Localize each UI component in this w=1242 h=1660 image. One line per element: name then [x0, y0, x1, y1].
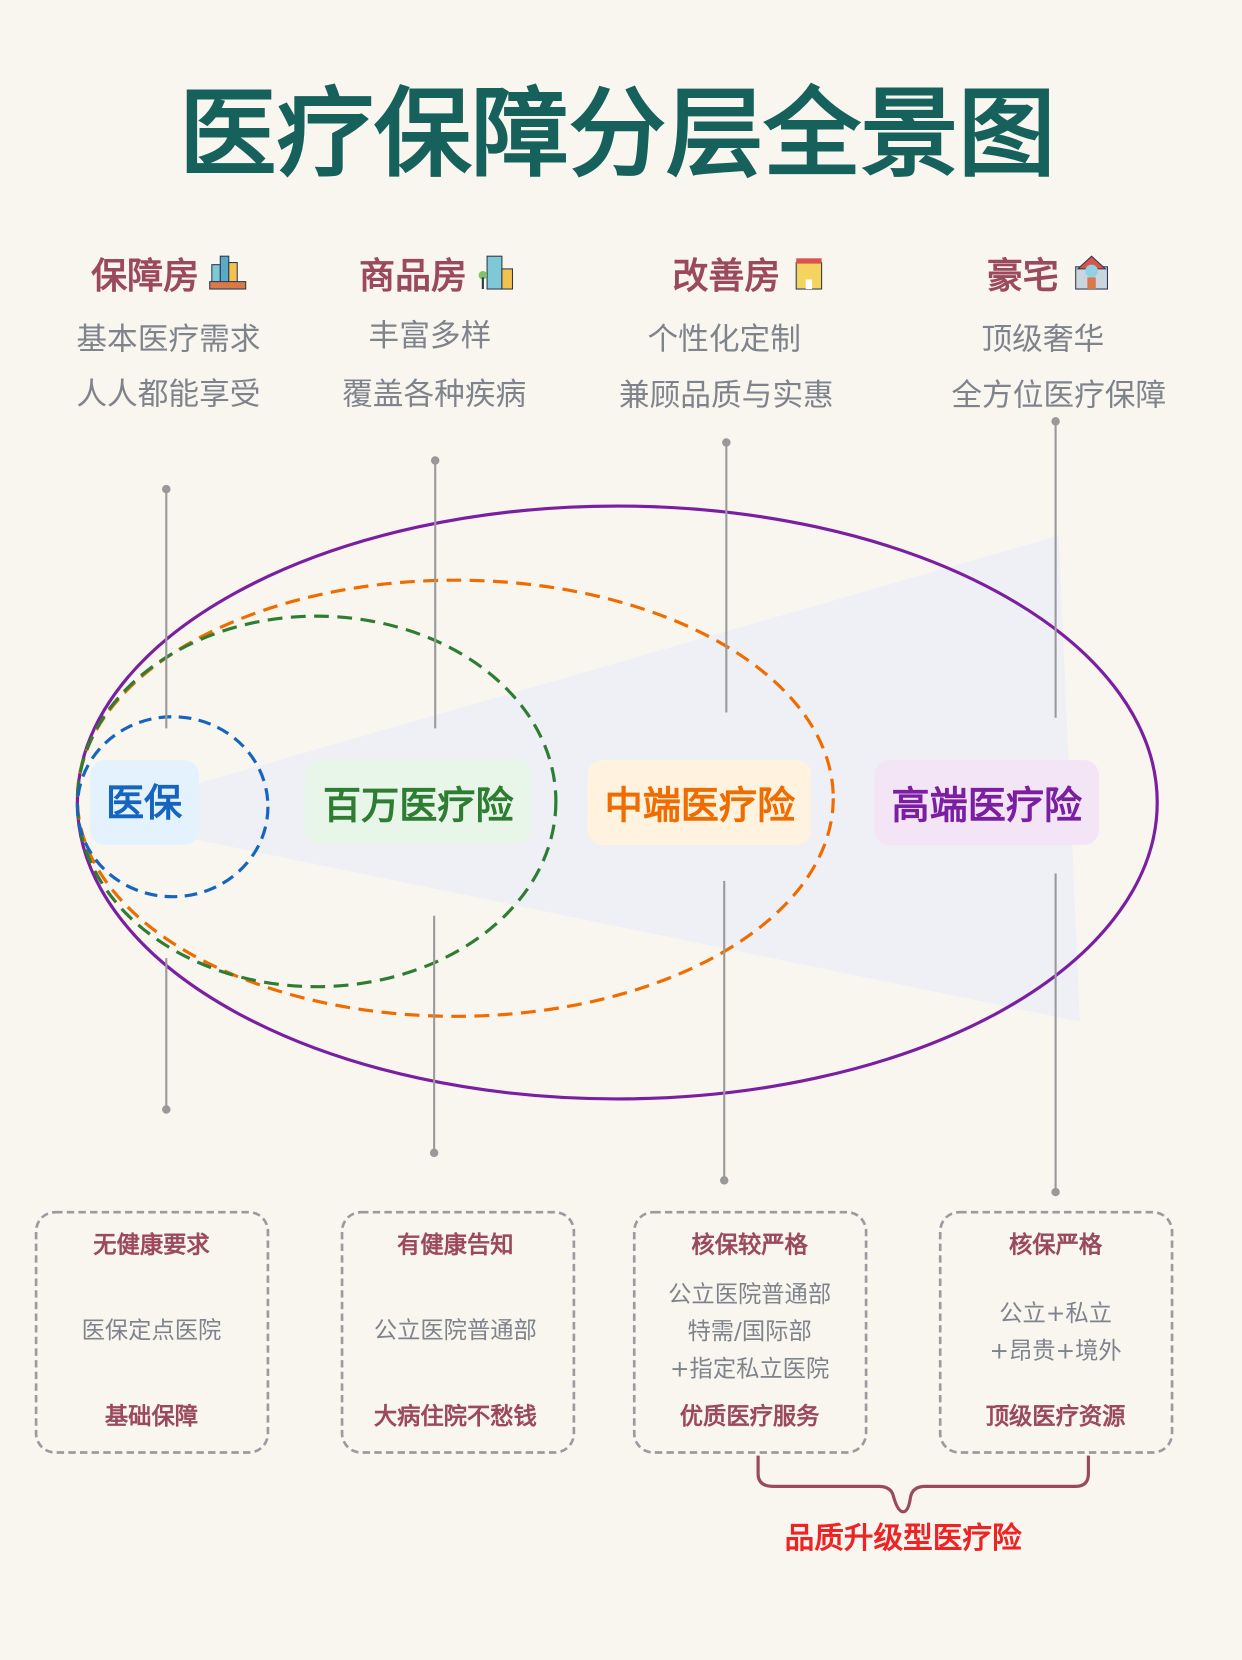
office-building-icon — [478, 255, 514, 290]
column-header-4: 豪宅 顶级奢华 全方位医疗保障 — [951, 255, 1166, 414]
layer-label-mid: 中端医疗险 — [587, 760, 812, 845]
column-desc: 全方位医疗保障 — [951, 378, 1166, 413]
card-requirement: 有健康告知 — [397, 1231, 513, 1258]
mansion-icon — [1075, 255, 1108, 290]
card-hospitals: +昂贵+境外 — [990, 1337, 1122, 1364]
card-benefit: 大病住院不愁钱 — [374, 1403, 537, 1430]
card-medicare: 无健康要求 医保定点医院 基础保障 — [34, 1210, 270, 1454]
column-desc: 丰富多样 — [369, 319, 492, 354]
connector-lines — [162, 417, 1060, 1197]
card-hospitals: 特需/国际部 — [687, 1318, 811, 1345]
group-label: 品质升级型医疗险 — [785, 1520, 1022, 1555]
column-heading: 商品房 — [359, 256, 467, 297]
card-benefit: 基础保障 — [105, 1403, 198, 1430]
card-high: 核保严格 公立+私立 +昂贵+境外 顶级医疗资源 — [938, 1210, 1174, 1454]
card-hospitals: 公立医院普通部 — [374, 1317, 537, 1344]
page-title: 医疗保障分层全景图 — [179, 77, 1055, 190]
card-benefit: 顶级医疗资源 — [986, 1403, 1126, 1430]
medicare-ellipse — [75, 715, 270, 899]
column-heading: 改善房 — [672, 256, 780, 297]
column-heading: 保障房 — [91, 256, 199, 297]
card-hospitals: 公立医院普通部 — [668, 1281, 831, 1308]
column-desc: 基本医疗需求 — [76, 322, 260, 357]
card-million: 有健康告知 公立医院普通部 大病住院不愁钱 — [340, 1210, 576, 1454]
column-desc: 覆盖各种疾病 — [342, 377, 526, 412]
column-header-1: 保障房 基本医疗需求 人人都能享受 — [76, 255, 260, 412]
layer-label-medicare: 医保 — [90, 760, 200, 845]
card-hospitals: +指定私立医院 — [670, 1355, 829, 1382]
layer-label-text: 医保 — [106, 781, 183, 825]
column-desc: 顶级奢华 — [981, 322, 1104, 357]
mid-range-ellipse — [75, 578, 835, 1018]
layer-label-text: 高端医疗险 — [891, 783, 1082, 827]
card-mid: 核保较严格 公立医院普通部 特需/国际部 +指定私立医院 优质医疗服务 — [632, 1210, 868, 1454]
card-requirement: 无健康要求 — [93, 1231, 210, 1258]
column-desc: 兼顾品质与实惠 — [619, 378, 834, 413]
column-desc: 人人都能享受 — [76, 377, 260, 412]
column-heading: 豪宅 — [987, 255, 1059, 297]
layer-label-high: 高端医疗险 — [874, 760, 1099, 845]
layer-label-text: 中端医疗险 — [605, 783, 796, 827]
column-header-2: 商品房 丰富多样 覆盖各种疾病 — [342, 255, 526, 412]
million-ellipse — [75, 614, 558, 989]
column-header-3: 改善房 个性化定制 兼顾品质与实惠 — [619, 256, 834, 414]
layer-label-million: 百万医疗险 — [304, 760, 532, 845]
layer-label-text: 百万医疗险 — [323, 783, 514, 827]
card-hospitals: 公立+私立 — [999, 1300, 1112, 1327]
group-brace — [756, 1455, 1090, 1514]
card-requirement: 核保较严格 — [691, 1231, 808, 1258]
card-requirement: 核保严格 — [1009, 1231, 1103, 1258]
card-hospitals: 医保定点医院 — [82, 1317, 222, 1344]
high-end-ellipse — [75, 504, 1159, 1101]
column-desc: 个性化定制 — [647, 322, 800, 357]
card-benefit: 优质医疗服务 — [680, 1403, 820, 1430]
apartment-buildings-icon — [209, 255, 247, 290]
townhouse-icon — [795, 258, 823, 290]
